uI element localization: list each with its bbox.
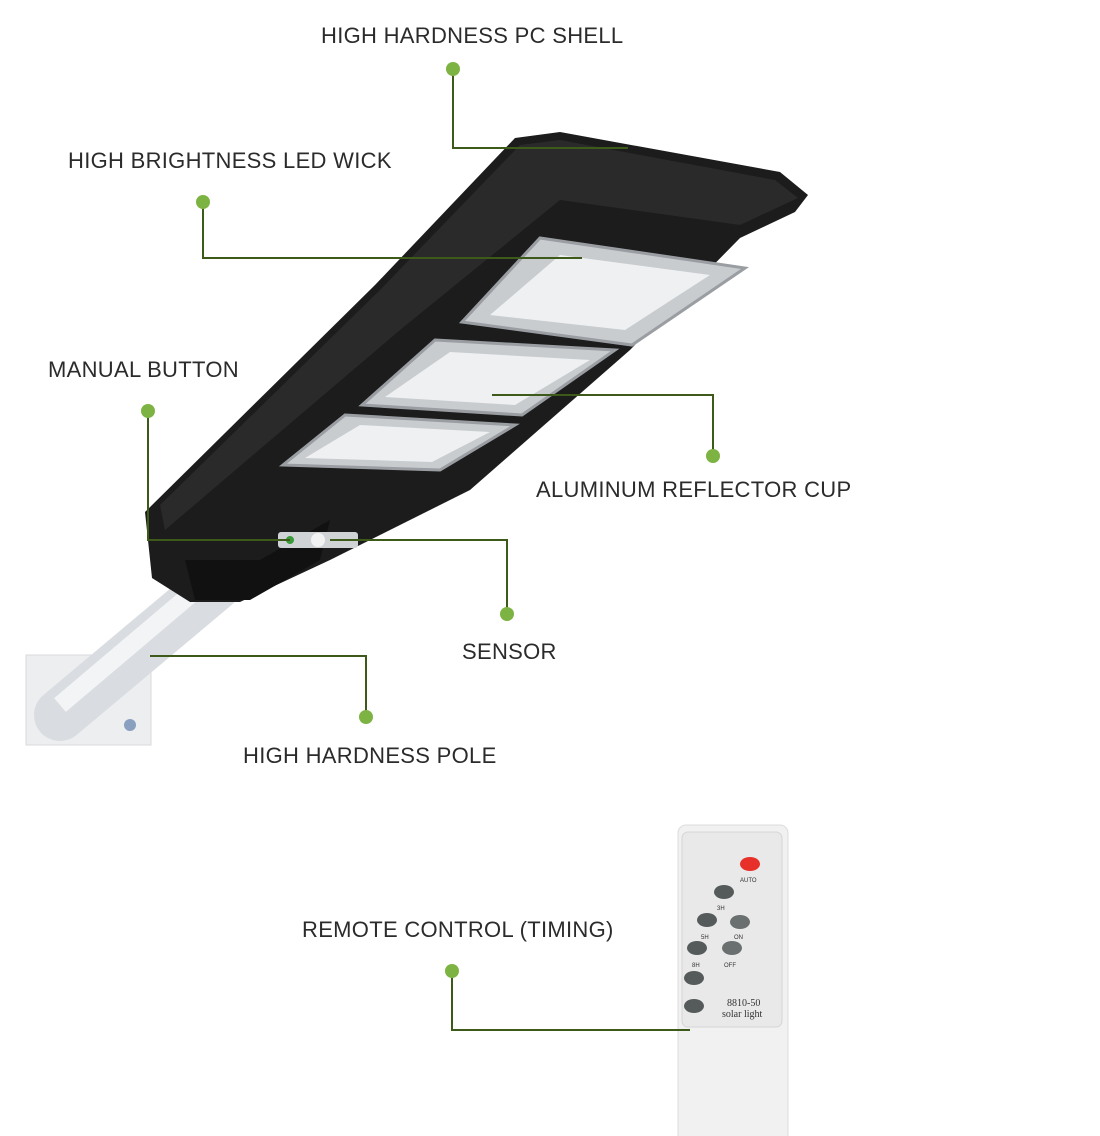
- label-led-wick: HIGH BRIGHTNESS LED WICK: [68, 148, 392, 173]
- 5h-button: [697, 913, 717, 927]
- 5h-label: 5H: [701, 935, 709, 941]
- remote-model: 8810-50: [727, 998, 760, 1009]
- 8h-label: 8H: [692, 963, 700, 969]
- label-reflector-cup: ALUMINUM REFLECTOR CUP: [536, 477, 852, 502]
- label-sensor: SENSOR: [462, 639, 557, 664]
- 8h-button: [687, 941, 707, 955]
- label-pole: HIGH HARDNESS POLE: [243, 743, 497, 768]
- callout-dots: [141, 62, 720, 978]
- remote-control: AUTO 3H 5H ON 8H OFF 8810-50 solar light: [677, 824, 789, 1136]
- label-pc-shell: HIGH HARDNESS PC SHELL: [321, 23, 624, 48]
- brightness-up-button: [684, 971, 704, 985]
- auto-label: AUTO: [740, 878, 757, 884]
- brightness-down-button: [684, 999, 704, 1013]
- label-manual-button: MANUAL BUTTON: [48, 357, 239, 382]
- 3h-button: [714, 885, 734, 899]
- street-lamp: [145, 132, 808, 602]
- auto-button: [740, 857, 760, 871]
- on-label: ON: [734, 935, 743, 941]
- on-button: [730, 915, 750, 929]
- pole: [25, 559, 241, 746]
- remote-name: solar light: [722, 1009, 762, 1020]
- off-button: [722, 941, 742, 955]
- 3h-label: 3H: [717, 906, 725, 912]
- off-label: OFF: [724, 963, 736, 969]
- leader-lines: [147, 69, 714, 1031]
- label-remote: REMOTE CONTROL (TIMING): [302, 917, 614, 942]
